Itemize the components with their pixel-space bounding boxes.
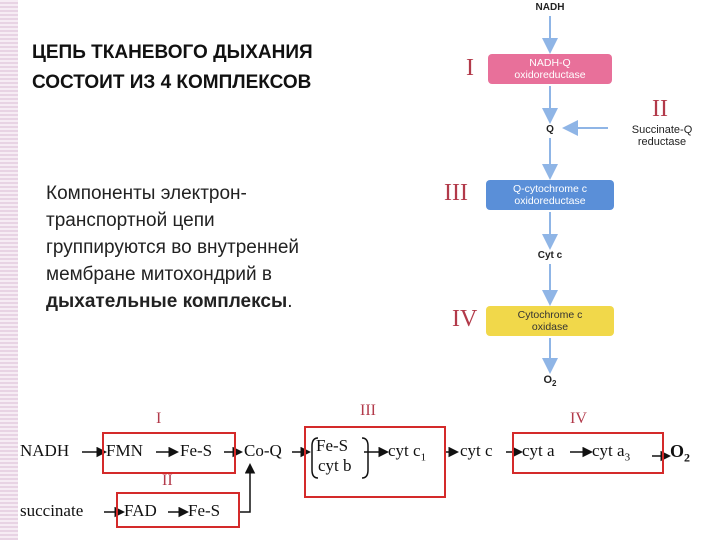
roman-III: III — [444, 180, 468, 206]
succinate-q-line-1: Succinate-Q — [631, 124, 693, 136]
chain-complex-I-box — [102, 432, 236, 474]
brace-left — [311, 437, 319, 479]
chain-complex-IV-box — [512, 432, 664, 474]
complex-III-line-1: Q-cytochrome c — [512, 183, 588, 195]
chain-roman-III: III — [360, 402, 376, 419]
decorative-stripe — [0, 0, 18, 540]
chain-roman-II: II — [162, 472, 173, 489]
chain-roman-I: I — [156, 410, 162, 427]
chain-fmn: FMN — [106, 441, 143, 460]
body-line-4: мембране митохондрий в — [46, 264, 272, 285]
complex-I-box: NADH-Q oxidoreductase — [488, 54, 612, 84]
chain-arrow-fes2-coq — [238, 463, 256, 513]
chain-o2: O2 — [670, 441, 691, 465]
chain-roman-IV: IV — [570, 410, 587, 427]
chain-cyta: cyt a — [522, 441, 555, 460]
chain-complex-III-box — [304, 426, 446, 498]
body-line-1: Компоненты электрон- — [46, 183, 247, 204]
chain-fes-3: Fe-S — [316, 436, 349, 455]
body-line-2: транспортной цепи — [46, 210, 215, 231]
chain-cytc: cyt c — [460, 441, 493, 460]
diagram-cytc-label: Cyt c — [537, 250, 563, 261]
succinate-q-line-2: reductase — [637, 136, 687, 148]
complex-I-line-1: NADH-Q — [529, 57, 571, 69]
chain-succinate: succinate — [20, 501, 84, 520]
roman-IV: IV — [452, 306, 478, 332]
body-tail: . — [287, 291, 293, 312]
diagram-nadh-label: NADH — [535, 2, 565, 13]
chain-coq: Co-Q — [244, 441, 282, 460]
complex-IV-box: Cytochrome c oxidase — [486, 306, 614, 336]
chain-cytb: cyt b — [318, 456, 352, 475]
chain-complex-II-box — [116, 492, 240, 528]
body-line-3: группируются во внутренней — [46, 237, 300, 258]
complex-III-box: Q-cytochrome c oxidoreductase — [486, 180, 614, 210]
complex-IV-line-1: Cytochrome c — [517, 309, 583, 321]
chain-fad: FAD — [124, 501, 157, 520]
chain-fes-1: Fe-S — [180, 441, 213, 460]
brace-right — [361, 437, 369, 479]
diagram-o2-label: O2 — [543, 374, 557, 389]
roman-II: II — [652, 96, 668, 122]
title-line-1: ЦЕПЬ ТКАНЕВОГО ДЫХАНИЯ — [32, 42, 313, 63]
title-line-2: СОСТОИТ ИЗ 4 КОМПЛЕКСОВ — [32, 72, 312, 93]
chain-nadh: NADH — [20, 441, 70, 460]
diagram-q-label: Q — [546, 124, 554, 135]
succinate-q-label: Succinate-Q reductase — [606, 124, 718, 148]
body-line-5: дыхательные комплексы. — [46, 288, 436, 315]
complex-III-line-2: oxidoreductase — [514, 195, 586, 207]
slide-title: ЦЕПЬ ТКАНЕВОГО ДЫХАНИЯ СОСТОИТ ИЗ 4 КОМП… — [32, 38, 452, 98]
complex-I-line-2: oxidoreductase — [514, 69, 586, 81]
roman-I: I — [466, 55, 474, 81]
chain-cytc1: cyt c1 — [388, 441, 427, 464]
chain-cyta3: cyt a3 — [592, 441, 631, 464]
complex-IV-line-2: oxidase — [531, 321, 569, 333]
body-text: Компоненты электрон- транспортной цепи г… — [46, 180, 436, 315]
body-bold: дыхательные комплексы — [46, 291, 288, 312]
chain-fes-2: Fe-S — [188, 501, 221, 520]
